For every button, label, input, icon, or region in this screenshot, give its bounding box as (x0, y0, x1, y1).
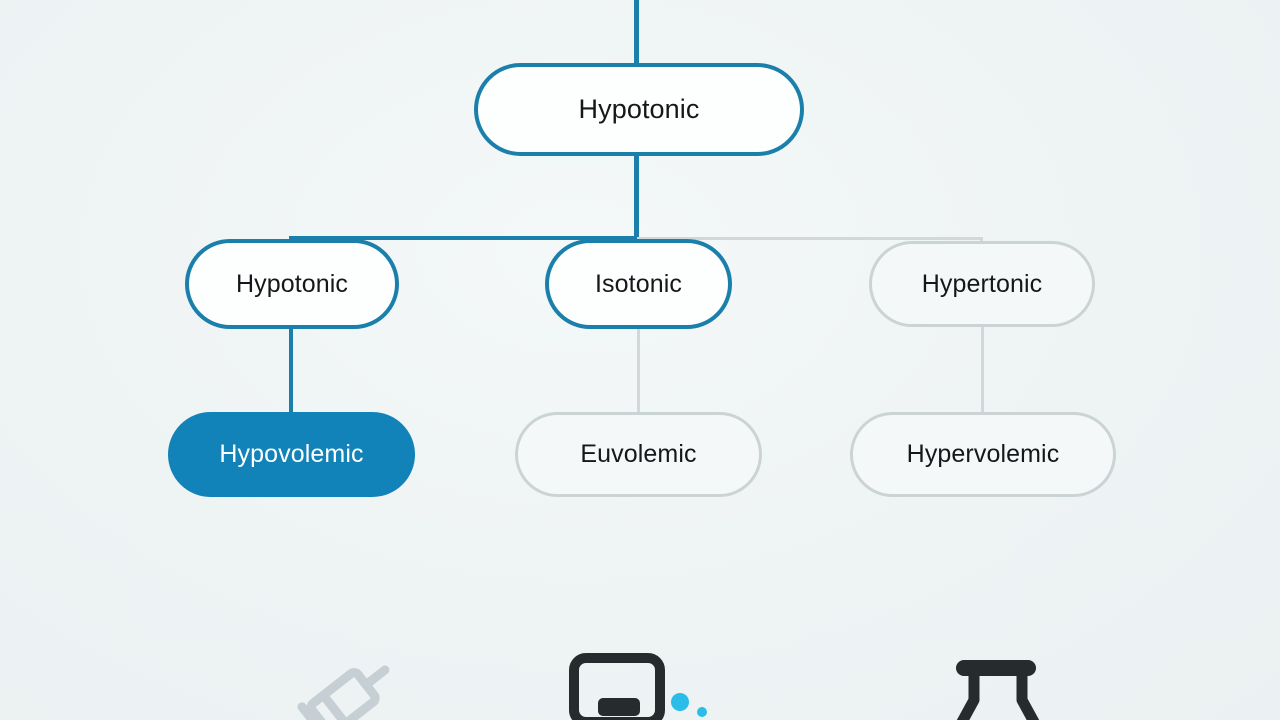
iv-monitor-icon (560, 650, 730, 720)
node-euvolemic[interactable]: Euvolemic (515, 412, 762, 497)
syringe-icon (270, 650, 420, 720)
connector-branch-bar-gray (637, 237, 983, 240)
node-isotonic[interactable]: Isotonic (545, 239, 732, 329)
connector-hypertonic-to-hypervolemic (981, 327, 984, 417)
node-root-hypotonic[interactable]: Hypotonic (474, 63, 804, 156)
flask-icon (930, 650, 1070, 720)
node-hypertonic[interactable]: Hypertonic (869, 241, 1095, 327)
node-hypovolemic[interactable]: Hypovolemic (168, 412, 415, 497)
node-hypotonic[interactable]: Hypotonic (185, 239, 399, 329)
connector-top-stem (634, 0, 639, 66)
node-hypervolemic[interactable]: Hypervolemic (850, 412, 1116, 497)
connector-isotonic-to-euvolemic (637, 327, 640, 417)
connector-root-to-branch (634, 152, 639, 240)
connector-branch-bar-blue (289, 236, 637, 240)
connector-hypotonic-to-hypovolemic (289, 327, 293, 417)
